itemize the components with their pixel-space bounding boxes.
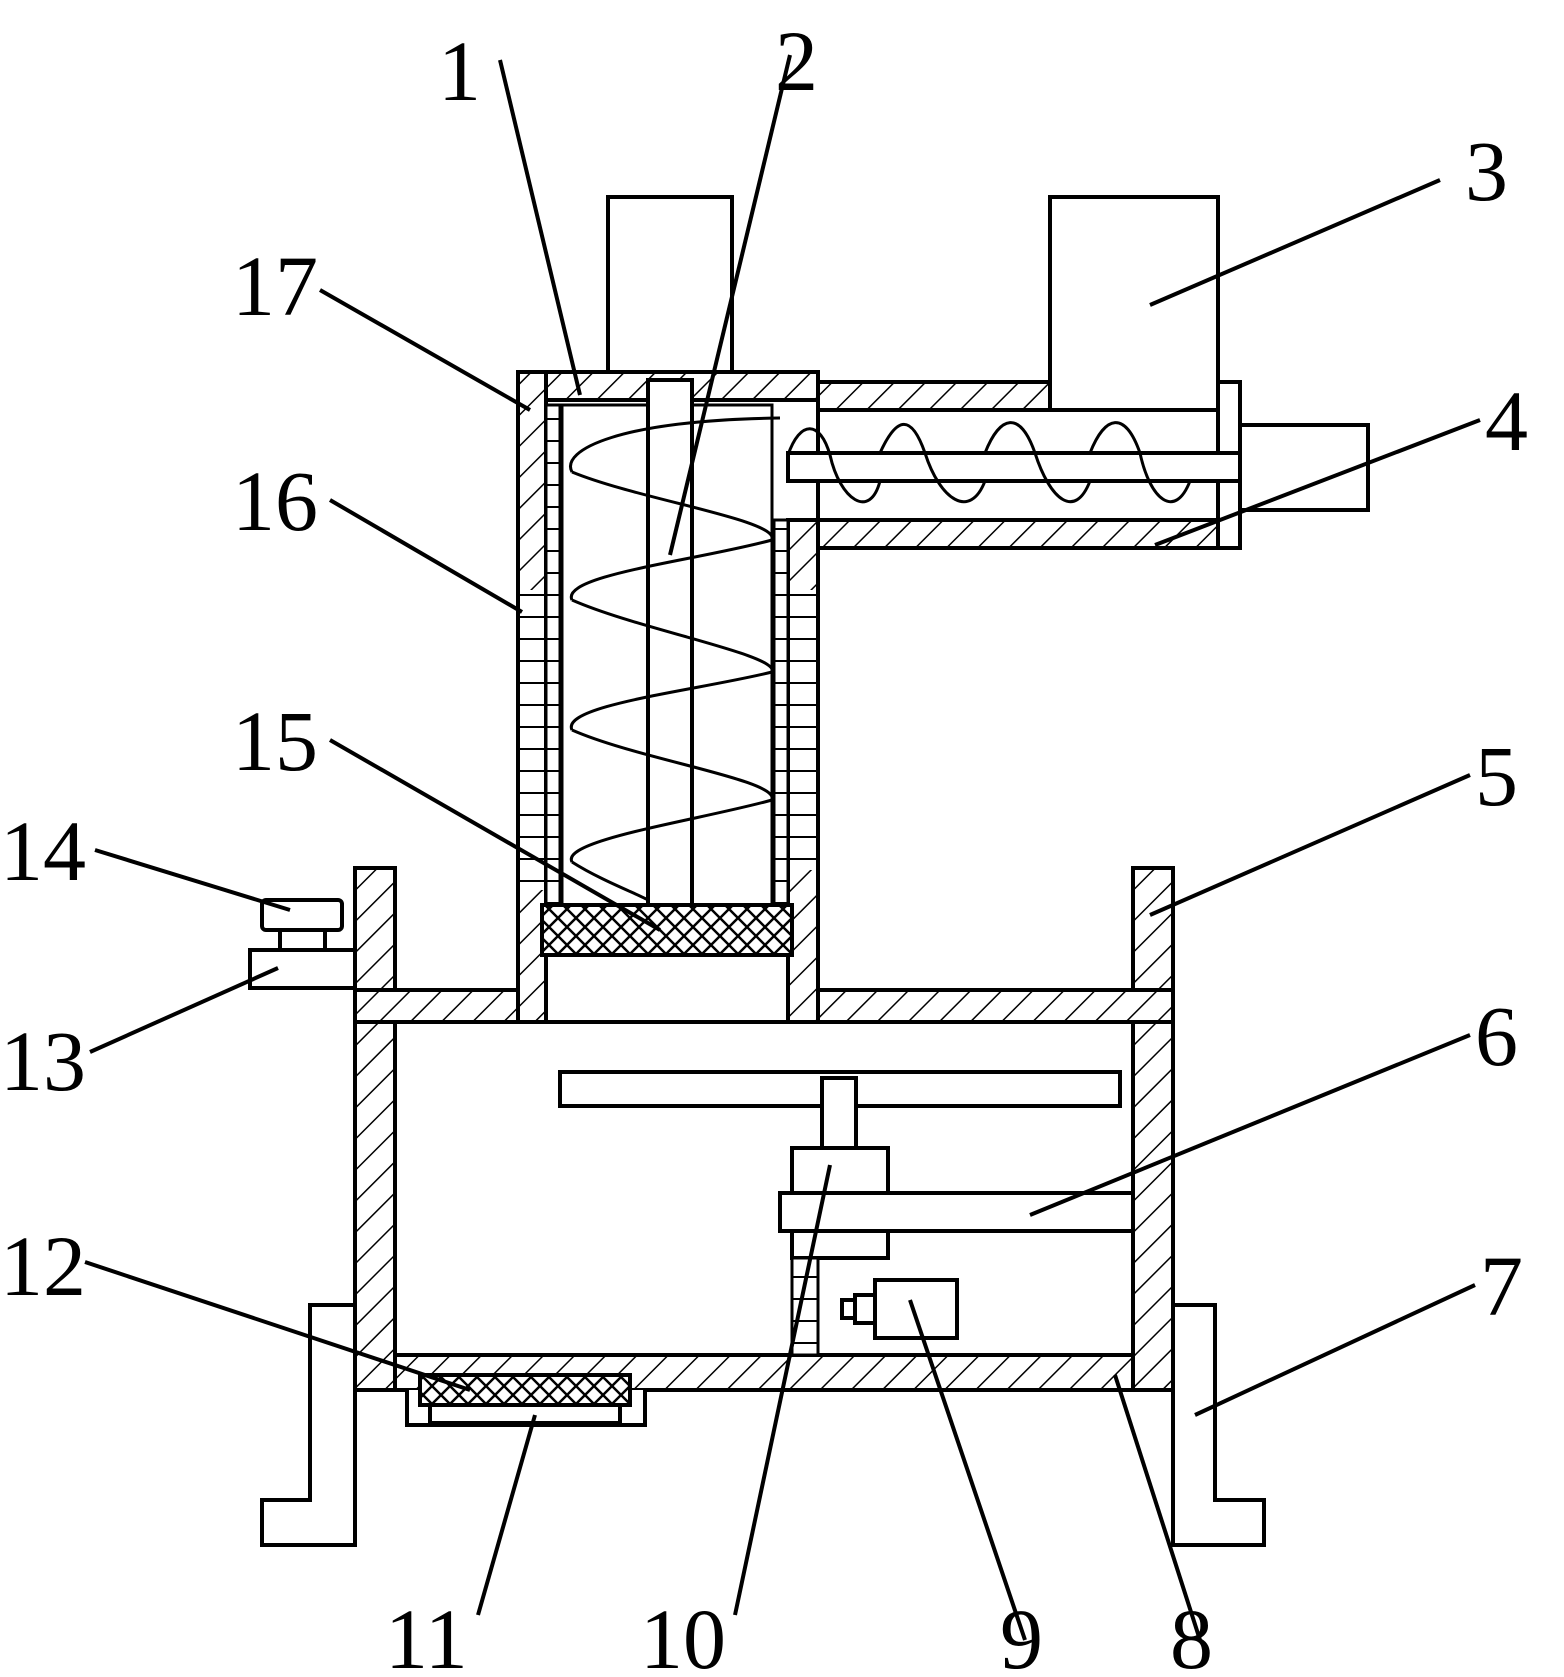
horizontal-motor-stub	[1238, 423, 1370, 512]
label-16: 16	[232, 453, 318, 549]
leader-12	[84, 1260, 471, 1392]
label-2: 2	[775, 13, 818, 109]
leader-8	[1113, 1374, 1202, 1641]
label-8: 8	[1170, 1591, 1213, 1677]
right-wall-ladder	[790, 590, 816, 870]
label-16-left-screen	[544, 403, 562, 907]
label-3-motor-block	[1048, 195, 1220, 423]
leader-17	[319, 288, 531, 412]
leader-9	[908, 1299, 1027, 1641]
label-12-bottom-filter	[418, 1373, 632, 1407]
label-4-horizontal-tube-bottom	[816, 518, 1242, 550]
main-box-left-wall	[353, 1020, 397, 1392]
label-15: 15	[232, 693, 318, 789]
label-9: 9	[1000, 1591, 1043, 1677]
label-7: 7	[1480, 1238, 1523, 1334]
leader-14	[94, 848, 291, 912]
knob-stem	[278, 928, 327, 952]
label-10: 10	[640, 1591, 726, 1677]
main-box-top-left	[353, 988, 520, 1024]
label-14: 14	[0, 803, 86, 899]
leader-5	[1149, 773, 1471, 917]
label-2-vertical-shaft	[646, 378, 694, 907]
motor-coupling	[853, 1293, 877, 1325]
leader-1	[498, 59, 582, 396]
leader-7	[1194, 1283, 1476, 1417]
main-box-right-wall	[1131, 1020, 1175, 1392]
label-13-bracket	[248, 948, 357, 990]
label-6: 6	[1475, 988, 1518, 1084]
horizontal-spiral-blade	[786, 421, 1192, 504]
leader-10	[733, 1164, 832, 1616]
label-4: 4	[1485, 373, 1528, 469]
label-5-right-post	[1131, 866, 1175, 992]
leader-3	[1149, 178, 1441, 307]
stirrer-shaft	[820, 1076, 858, 1152]
right-screen	[772, 518, 790, 907]
label-12: 12	[0, 1218, 86, 1314]
top-motor-block	[606, 195, 734, 374]
label-3: 3	[1465, 123, 1508, 219]
leader-15	[329, 738, 661, 932]
label-1: 1	[438, 23, 481, 119]
leader-13	[89, 966, 279, 1054]
leader-6	[1029, 1033, 1471, 1217]
leader-4	[1154, 418, 1481, 547]
left-leg	[260, 1303, 357, 1547]
vertical-spiral-blade	[569, 416, 781, 902]
leader-2	[668, 54, 792, 556]
motor-coupling-small	[840, 1298, 857, 1320]
left-wall-ladder	[520, 590, 544, 890]
label-15-filter-plate	[540, 903, 794, 957]
vertical-outlet	[544, 953, 790, 1024]
label-7-right-leg	[1171, 1303, 1266, 1547]
horizontal-screw-shaft	[786, 451, 1242, 483]
leader-16	[328, 498, 524, 614]
label-11: 11	[385, 1591, 468, 1677]
label-10-rack	[790, 1256, 820, 1357]
leader-11	[476, 1414, 537, 1616]
label-9-motor	[873, 1278, 959, 1340]
label-6-horizontal-bar	[778, 1191, 1135, 1233]
main-box-top-right	[816, 988, 1175, 1024]
label-17: 17	[232, 238, 318, 334]
main-box-chamber	[393, 1020, 1135, 1357]
left-post	[353, 866, 397, 992]
label-13: 13	[0, 1013, 86, 1109]
horizontal-tube-top	[816, 380, 1052, 412]
label-11-outlet-pipe	[428, 1403, 622, 1425]
label-5: 5	[1475, 728, 1518, 824]
